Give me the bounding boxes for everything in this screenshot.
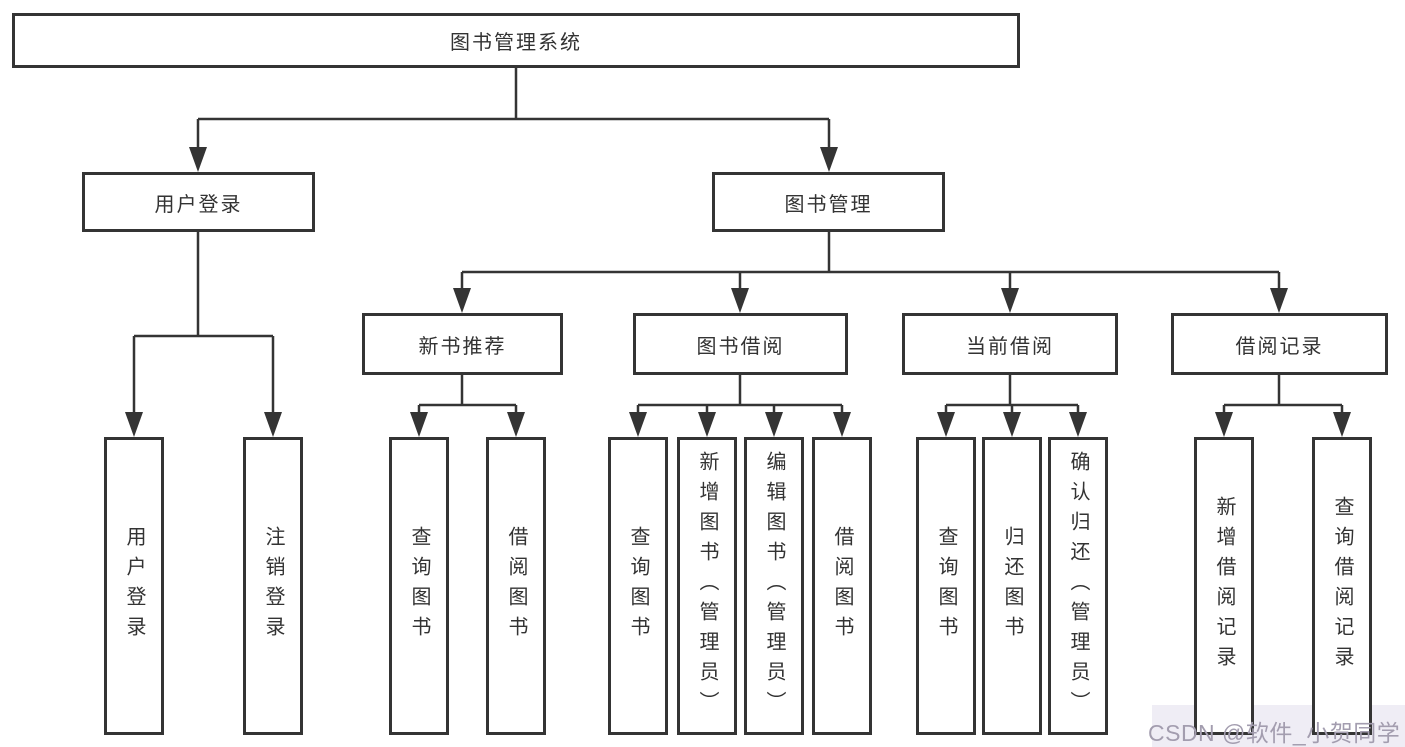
leaf-query-books-recommend: 查询图书 — [389, 437, 449, 735]
leaf-query-books-current: 查询图书 — [916, 437, 976, 735]
leaf-query-books-borrow: 查询图书 — [608, 437, 668, 735]
leaf-add-borrow-record: 新增借阅记录 — [1194, 437, 1254, 735]
leaf-label: 确认归还（管理员） — [1067, 451, 1089, 721]
leaf-label: 注销登录 — [262, 526, 284, 646]
node-library-system: 图书管理系统 — [12, 13, 1020, 68]
leaf-label: 借阅图书 — [831, 526, 853, 646]
leaf-label: 查询图书 — [408, 526, 430, 646]
leaf-label: 查询图书 — [627, 526, 649, 646]
leaf-borrow-books-recommend: 借阅图书 — [486, 437, 546, 735]
leaf-label: 归还图书 — [1001, 526, 1023, 646]
leaf-label: 查询图书 — [935, 526, 957, 646]
leaf-label: 借阅图书 — [505, 526, 527, 646]
csdn-watermark: CSDN @软件_小贺同学 — [1148, 720, 1401, 746]
leaf-label: 新增借阅记录 — [1213, 496, 1235, 676]
leaf-label: 用户登录 — [123, 526, 145, 646]
leaf-confirm-return-admin: 确认归还（管理员） — [1048, 437, 1108, 735]
leaf-label: 查询借阅记录 — [1331, 496, 1353, 676]
node-current-borrow: 当前借阅 — [902, 313, 1118, 375]
leaf-edit-book-admin: 编辑图书（管理员） — [744, 437, 804, 735]
leaf-query-borrow-record: 查询借阅记录 — [1312, 437, 1372, 735]
leaf-return-books: 归还图书 — [982, 437, 1042, 735]
leaf-label: 编辑图书（管理员） — [763, 451, 785, 721]
node-borrow-records: 借阅记录 — [1171, 313, 1388, 375]
node-new-book-recommend: 新书推荐 — [362, 313, 563, 375]
leaf-user-login: 用户登录 — [104, 437, 164, 735]
leaf-add-book-admin: 新增图书（管理员） — [677, 437, 737, 735]
node-book-borrow: 图书借阅 — [633, 313, 848, 375]
leaf-label: 新增图书（管理员） — [696, 451, 718, 721]
leaf-borrow-books-2: 借阅图书 — [812, 437, 872, 735]
node-user-login: 用户登录 — [82, 172, 315, 232]
node-book-management: 图书管理 — [712, 172, 945, 232]
leaf-logout: 注销登录 — [243, 437, 303, 735]
